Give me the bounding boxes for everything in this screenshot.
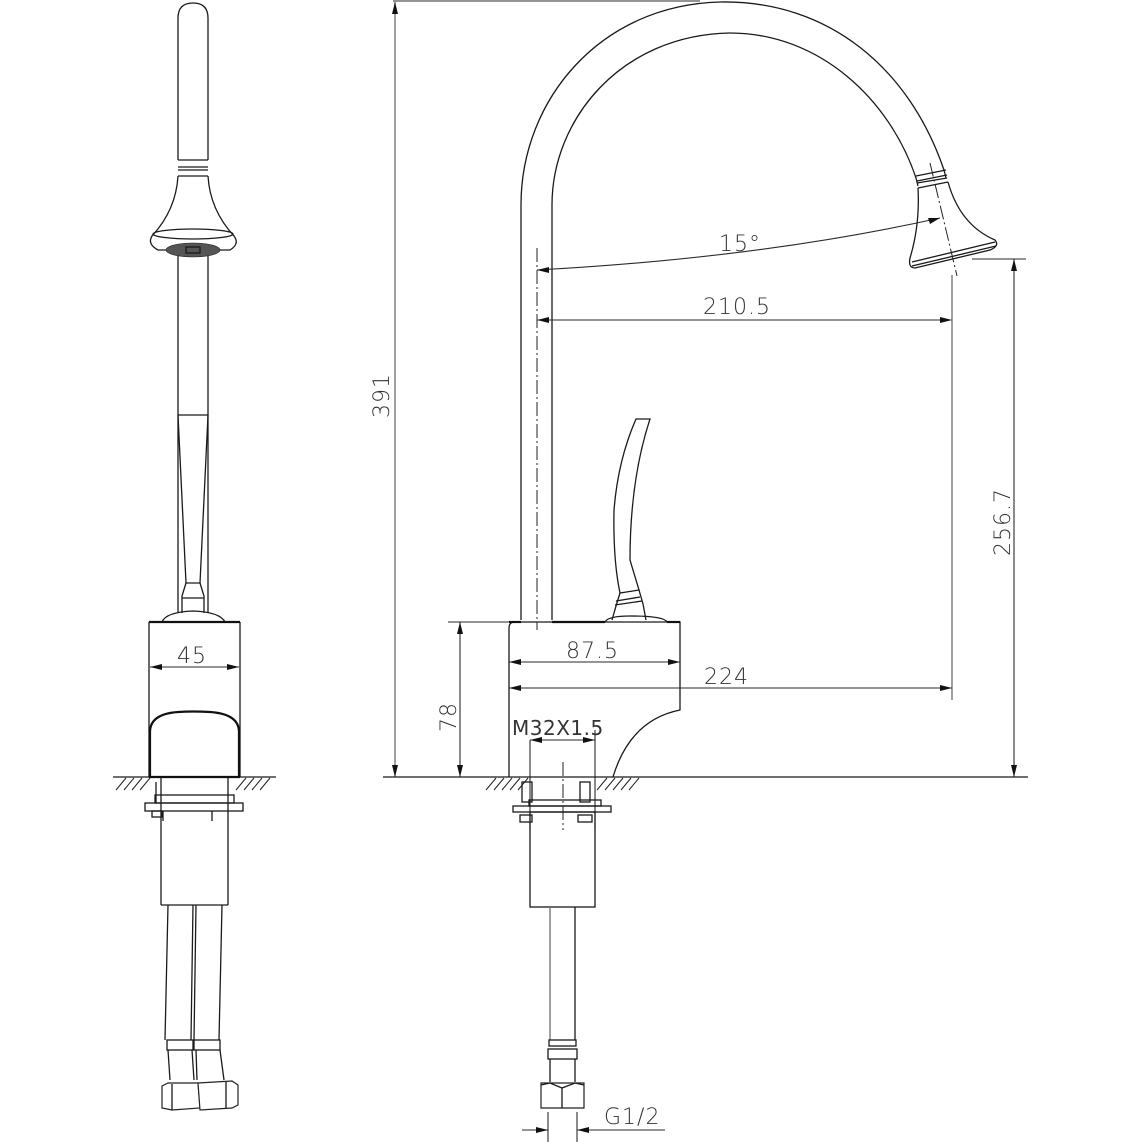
- side-hose-right: [193, 904, 223, 1041]
- dim-label-78: 78: [437, 702, 462, 732]
- spout-inner: [551, 32, 919, 620]
- front-handle-lever: [613, 418, 651, 594]
- hex-nut-icon: [161, 1082, 201, 1111]
- dimension-connection: G1/2: [522, 1105, 665, 1142]
- countertop-hatch-front: [485, 777, 640, 791]
- dimension-spout-reach: 210.5: [537, 295, 952, 323]
- hex-nut-icon: [197, 1080, 239, 1111]
- dim-label-15-deg: 15°: [719, 232, 761, 257]
- dimension-body-width: 87.5: [509, 639, 680, 665]
- dim-label-87-5: 87.5: [566, 639, 619, 664]
- dimension-spout-angle: 15°: [536, 217, 941, 273]
- dimension-overall-reach: 224: [509, 665, 952, 691]
- dim-label-g1-2: G1/2: [604, 1105, 660, 1130]
- dim-label-391: 391: [370, 373, 395, 418]
- spout-outer: [520, 1, 947, 620]
- front-sprayhead: [908, 181, 998, 269]
- dim-label-210-5: 210.5: [703, 295, 771, 320]
- side-handle: [177, 414, 209, 584]
- dimension-thread: M32X1.5: [512, 716, 604, 830]
- dimension-outlet-height: 256.7: [972, 258, 1026, 777]
- side-view: 45: [113, 2, 276, 1111]
- dim-label-45: 45: [177, 644, 207, 669]
- side-body-front-curve: [148, 710, 241, 777]
- countertop-hatch-side: [115, 777, 271, 791]
- front-view: 391 15° 210.5: [370, 0, 1028, 1142]
- shank-body: [529, 811, 596, 908]
- dim-label-224: 224: [704, 665, 749, 690]
- side-hose-left: [164, 904, 194, 1041]
- dimension-side-body-width: 45: [150, 644, 239, 670]
- dim-label-m32x1-5: M32X1.5: [512, 716, 604, 740]
- aerator-icon: [165, 242, 221, 258]
- dimension-total-height: 391: [370, 2, 398, 777]
- dim-label-256-7: 256.7: [991, 488, 1016, 556]
- side-spout-tube: [177, 2, 209, 160]
- dimension-body-height: 78: [437, 621, 509, 777]
